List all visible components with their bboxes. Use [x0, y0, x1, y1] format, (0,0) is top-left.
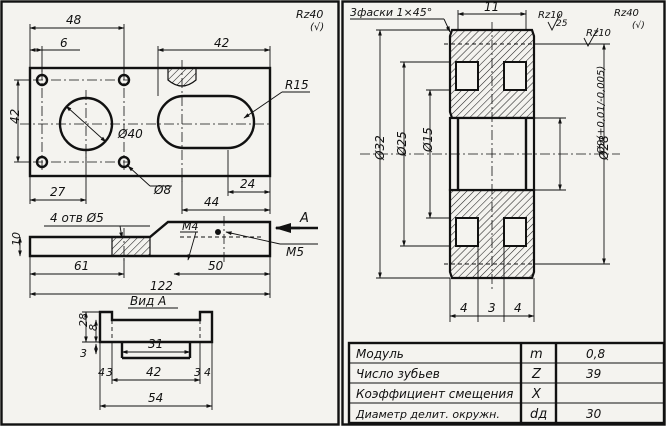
dim-42-top: 42	[214, 36, 229, 50]
dim-dia32: Ø32	[373, 135, 387, 161]
dim-dia15: Ø15	[421, 127, 435, 153]
dim-6: 6	[60, 36, 68, 50]
dim-122: 122	[150, 279, 173, 293]
dim-4-left: 4	[98, 366, 105, 379]
dim-dia25: Ø25	[395, 131, 409, 157]
roughness-tick: (√)	[310, 22, 324, 33]
dim-44: 44	[204, 195, 219, 209]
param-name-pitch: Диаметр делит. окружн.	[355, 408, 500, 421]
dim-54: 54	[148, 391, 163, 405]
param-value-pitch: 30	[586, 407, 602, 421]
thread-m4: M4	[182, 220, 199, 233]
dim-8: 8	[87, 324, 100, 331]
holes-note: 4 отв Ø5	[50, 211, 104, 225]
dim-dia40: Ø40	[117, 127, 143, 141]
param-symbol-pitch: dд	[530, 407, 547, 422]
dim-42: 42	[146, 365, 161, 379]
left-sheet-frame	[0, 0, 340, 426]
param-name-shift: Коэффициент смещения	[356, 387, 513, 401]
right-sheet-frame	[341, 0, 666, 426]
rz40-tick: (√)	[632, 20, 645, 31]
dim-31: 31	[148, 337, 163, 351]
rz40-gear: Rz40	[614, 8, 639, 19]
param-name-teeth: Число зубьев	[356, 367, 440, 381]
slot-outline	[156, 94, 256, 150]
dim-dia8: Ø8	[153, 183, 171, 197]
param-symbol-teeth: Z	[531, 367, 542, 382]
front-hatch-section	[111, 236, 151, 257]
gear-section: 3фаски 1×45° 11 Rz10 25 Rz10 Rz40 (√) Ø3…	[350, 0, 645, 322]
dim-r15: R15	[285, 78, 309, 92]
param-value-module: 0,8	[586, 347, 605, 361]
width-4-left: 4	[460, 301, 468, 315]
dim-3-right: 3	[194, 366, 201, 379]
width-3: 3	[488, 301, 496, 315]
val-25: 25	[556, 19, 568, 29]
view-a: Вид А 28 8 3 31 4 3 42 3 4 54	[77, 294, 214, 410]
rz10-right: Rz10	[586, 28, 611, 39]
params-table: Модуль m 0,8 Число зубьев Z 39 Коэффицие…	[347, 341, 666, 425]
dim-24: 24	[240, 177, 255, 191]
dim-11: 11	[484, 0, 499, 14]
param-symbol-module: m	[530, 347, 543, 362]
dim-27: 27	[50, 185, 66, 199]
dim-10: 10	[10, 232, 23, 246]
param-value-teeth: 39	[586, 367, 601, 381]
dim-42-side: 42	[8, 109, 22, 124]
boss-section	[167, 67, 197, 87]
roughness-rz40: Rz40	[296, 8, 323, 21]
view-a-outline	[98, 310, 214, 344]
dim-4-right: 4	[204, 366, 211, 379]
rz10-left: Rz10	[538, 10, 563, 21]
dim-50: 50	[208, 259, 224, 273]
front-view: 4 отв Ø5 10 M4 M5 A 61 50 122	[10, 211, 318, 298]
view-letter-a: A	[299, 211, 309, 226]
param-symbol-shift: X	[531, 387, 542, 402]
chamfer-note: 3фаски 1×45°	[350, 6, 432, 19]
view-a-title: Вид А	[130, 294, 166, 308]
thread-m5: M5	[286, 245, 304, 259]
plan-view: 48 6 42 42 27 44 24 R15 Ø40	[8, 8, 324, 214]
dim-61: 61	[74, 259, 89, 273]
param-name-module: Модуль	[356, 347, 404, 361]
dim-3-left: 3	[106, 366, 113, 379]
plate-outline	[28, 66, 272, 178]
dim-48: 48	[66, 13, 82, 27]
dim-28: 28	[77, 313, 90, 327]
width-4-right: 4	[514, 301, 522, 315]
dim-dia28: Ø28	[597, 135, 611, 161]
dim-3-vert: 3	[80, 347, 87, 360]
